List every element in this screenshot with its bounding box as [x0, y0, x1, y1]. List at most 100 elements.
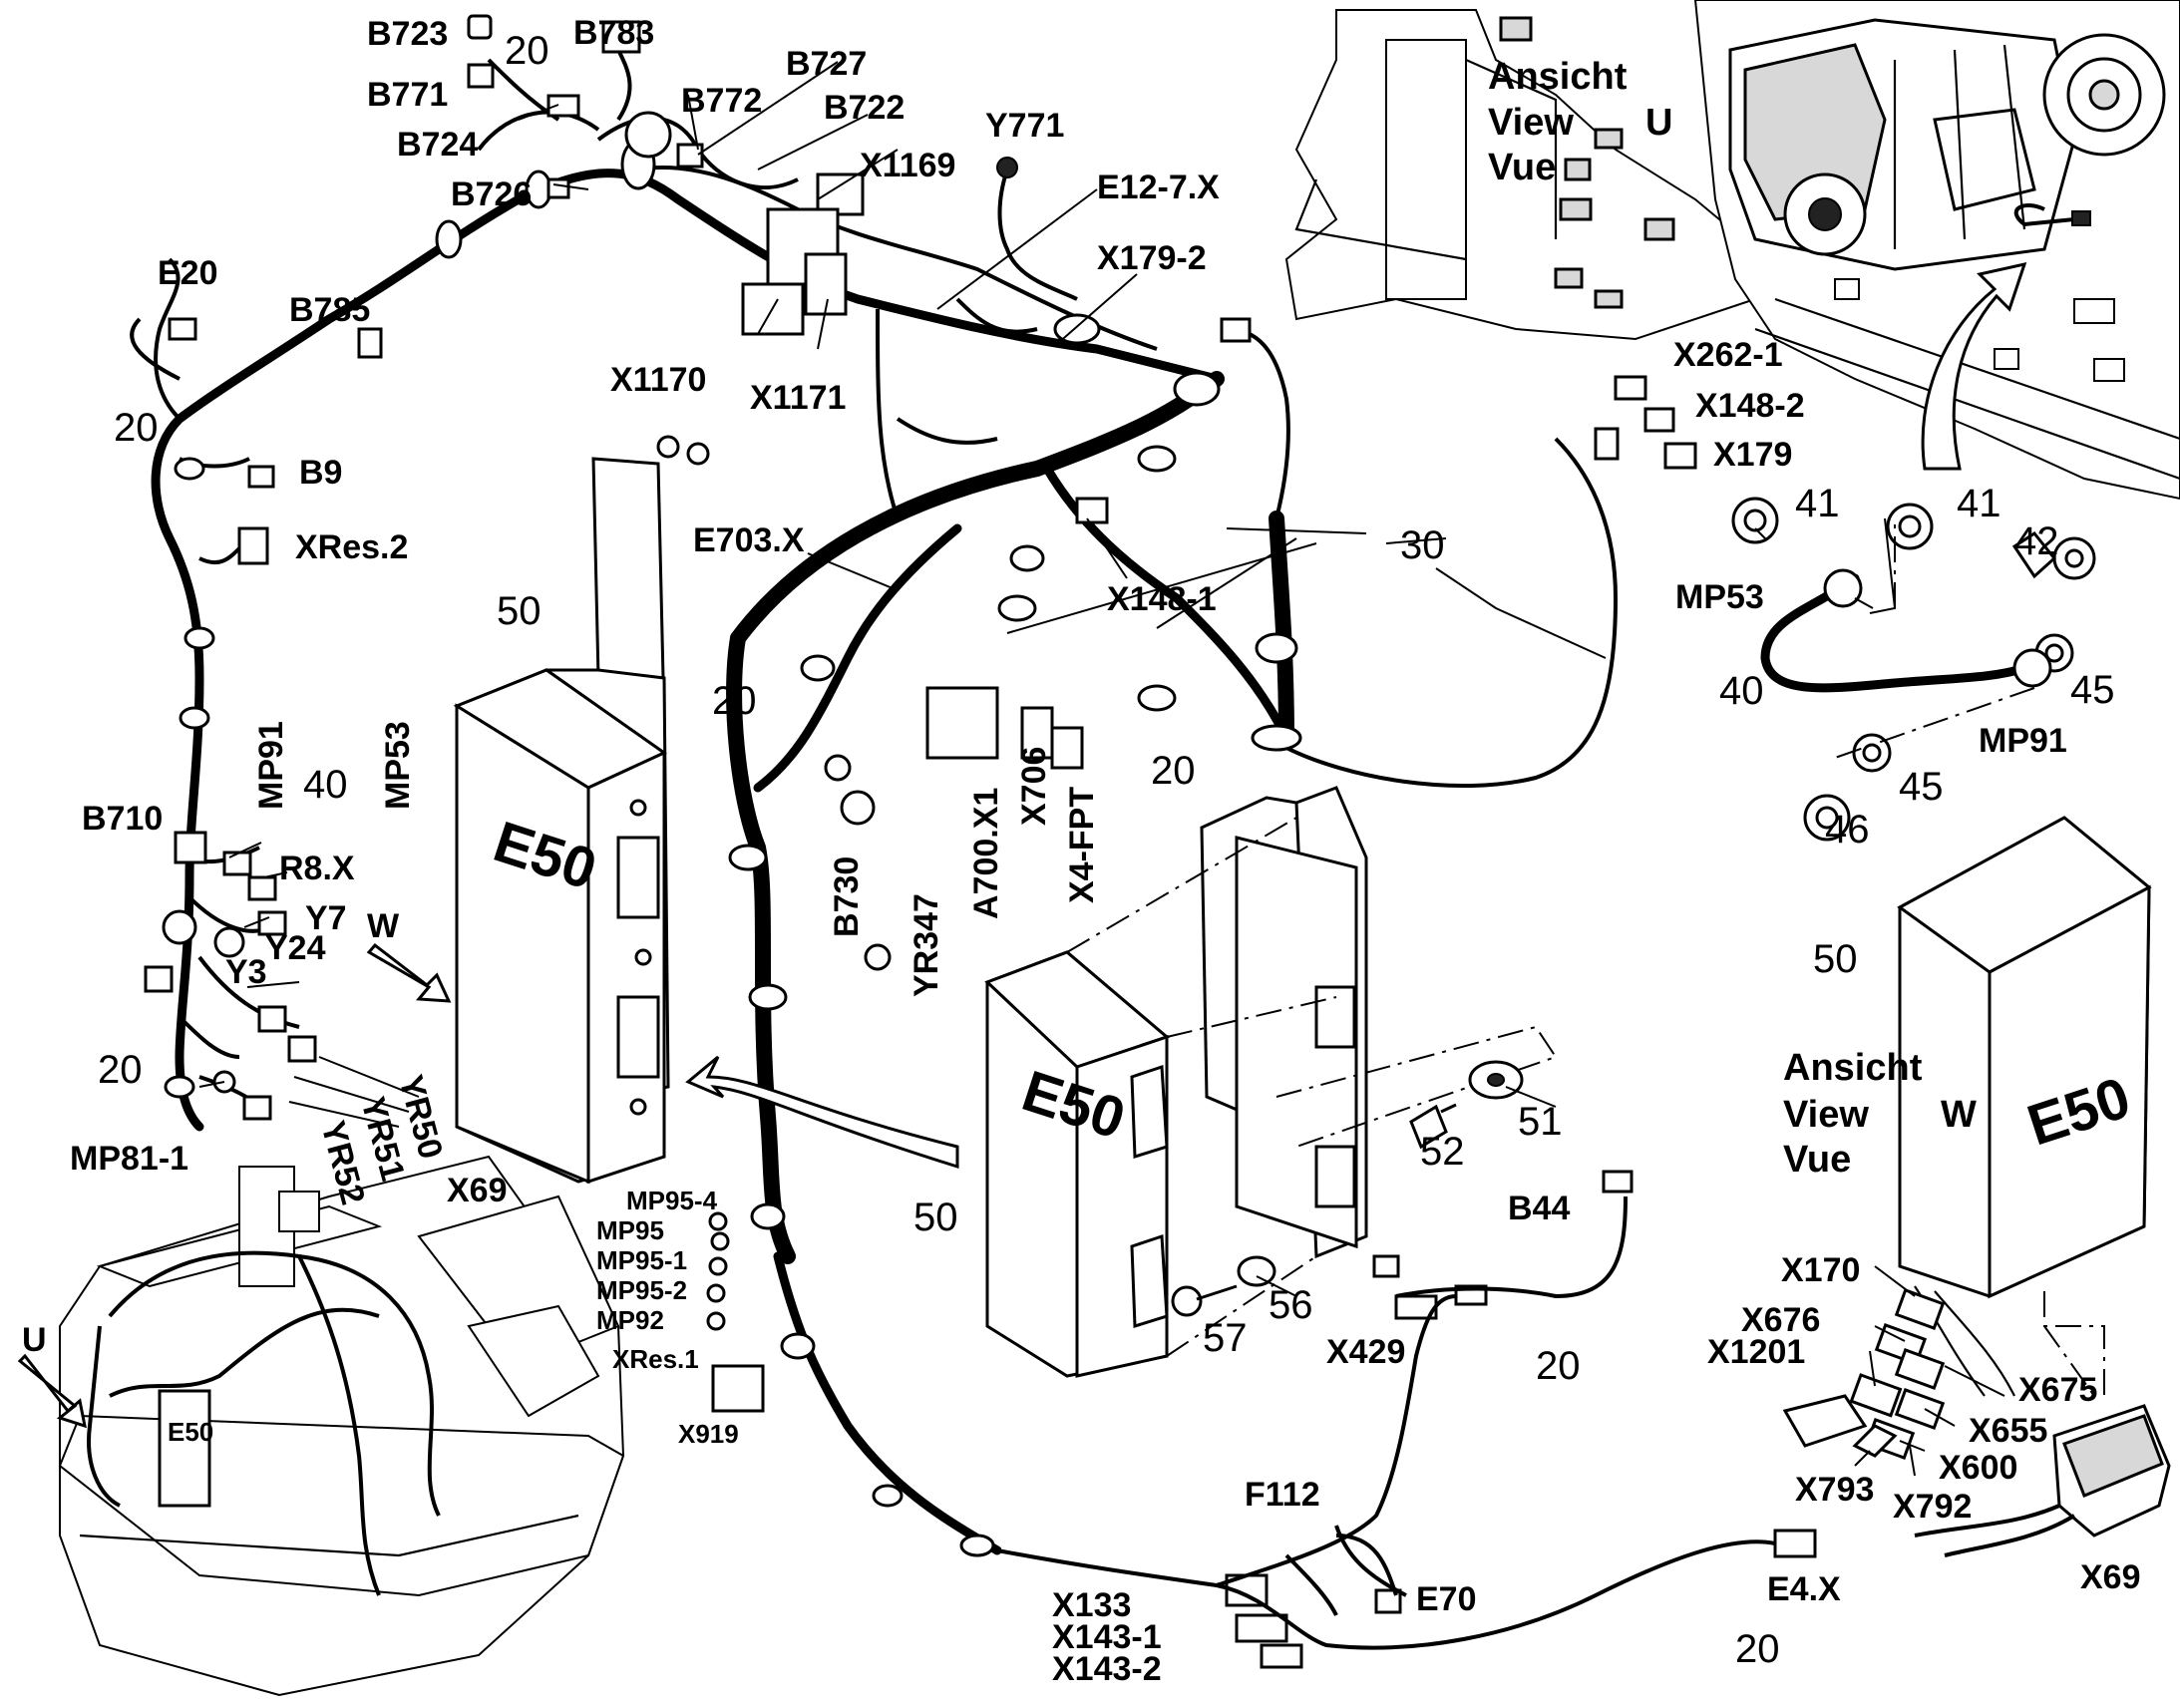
main-harness-trunk [726, 371, 1619, 1555]
label-x655: X655 [1969, 1412, 2047, 1450]
label-x262-1: X262-1 [1673, 336, 1783, 374]
label-x600: X600 [1939, 1449, 2017, 1487]
label-b724: B724 [397, 126, 478, 164]
label-x69: X69 [447, 1172, 508, 1209]
view-w-title: Ansicht View W Vue [1783, 1047, 1977, 1181]
ground-strap-detail [1760, 517, 2052, 759]
view-u-line1: Ansicht [1488, 56, 1628, 98]
view-w-letter: W [1941, 1094, 1977, 1136]
part-50-right: 50 [1813, 937, 1858, 981]
label-mp53-vertical: MP53 [379, 721, 417, 810]
view-u-chassis-ghost [1284, 9, 1756, 341]
part-20-mid: 20 [712, 679, 757, 723]
part-20-top: 20 [505, 29, 549, 73]
label-a700x1: A700.X1 [967, 788, 1005, 919]
label-e12-7x: E12-7.X [1097, 169, 1220, 206]
label-x69-detail: X69 [2080, 1558, 2141, 1596]
part-41-right: 41 [1957, 482, 2001, 525]
label-w: W [367, 907, 400, 945]
bolts-and-washers [1171, 497, 2096, 1317]
component-labels: B723 B783 B727 B771 B772 B722 B724 Y771 … [22, 14, 1841, 1688]
label-b771: B771 [367, 76, 448, 114]
machine-overview: E50 [58, 1155, 625, 1697]
direction-arrows [17, 942, 959, 1429]
label-y3: Y3 [225, 953, 267, 991]
part-50-center: 50 [913, 1196, 958, 1239]
part-40-left: 40 [303, 763, 348, 807]
label-x706: X706 [1015, 747, 1053, 826]
part-50-left: 50 [497, 589, 542, 633]
label-b730: B730 [828, 856, 866, 937]
harness-clips [164, 139, 1620, 1557]
part-20-bottom: 20 [1735, 1627, 1780, 1671]
view-u-letter: U [1645, 102, 1672, 144]
label-mp81-1: MP81-1 [70, 1140, 188, 1178]
label-b726: B726 [451, 175, 532, 213]
part-20-lower-left: 20 [98, 1048, 143, 1092]
label-mp95-4: MP95-4 [626, 1186, 718, 1215]
view-w-connector-labels: X170 X676 X1201 X675 X655 X600 X793 X792… [1707, 1251, 2141, 1596]
view-w-line2: View [1783, 1094, 1869, 1136]
part-40-right: 40 [1719, 669, 1764, 713]
label-f112: F112 [1245, 1476, 1320, 1514]
view-u-direction-arrow [1921, 261, 2027, 471]
part-57: 57 [1203, 1316, 1248, 1360]
label-x170: X170 [1781, 1251, 1860, 1289]
part-56: 56 [1269, 1283, 1313, 1327]
label-x1171: X1171 [750, 379, 846, 417]
label-x143-2: X143-2 [1052, 1650, 1162, 1688]
label-e20: E20 [158, 254, 218, 292]
part-20-left: 20 [114, 406, 159, 450]
label-x179-2: X179-2 [1097, 239, 1207, 277]
part-45-lower: 45 [1899, 765, 1944, 809]
view-w-connectors [1782, 1285, 2171, 1557]
label-mp92: MP92 [596, 1305, 664, 1335]
label-mp95: MP95 [596, 1215, 664, 1245]
label-x4-fpt: X4-FPT [1063, 787, 1101, 903]
view-u-title: Ansicht View U Vue [1488, 56, 1672, 188]
label-y7: Y7 [305, 899, 347, 937]
e50-label-overview: E50 [168, 1417, 213, 1447]
label-x793: X793 [1795, 1471, 1874, 1509]
label-xres2: XRes.2 [295, 528, 408, 566]
label-b9: B9 [299, 454, 342, 492]
label-x1201: X1201 [1707, 1333, 1805, 1371]
label-b710: B710 [82, 800, 163, 838]
label-x676: X676 [1741, 1301, 1820, 1339]
part-42: 42 [2014, 519, 2059, 563]
label-x133: X133 [1052, 1586, 1131, 1624]
part-52: 52 [1420, 1130, 1465, 1174]
engine-assembly [1693, 0, 2180, 501]
view-w-line1: Ansicht [1783, 1047, 1923, 1089]
label-xres1: XRes.1 [612, 1344, 699, 1374]
label-yr347: YR347 [908, 893, 945, 997]
part-20-lower: 20 [1536, 1344, 1581, 1388]
label-mp91-detail: MP91 [1979, 722, 2067, 760]
label-mp53-detail: MP53 [1675, 578, 1764, 616]
label-x792: X792 [1893, 1488, 1972, 1526]
label-b783: B783 [573, 14, 654, 52]
label-e70: E70 [1416, 1580, 1477, 1618]
part-30: 30 [1400, 523, 1445, 567]
label-x675: X675 [2018, 1371, 2097, 1409]
label-b785: B785 [289, 291, 370, 329]
label-x179: X179 [1713, 436, 1792, 474]
part-41-left: 41 [1795, 482, 1840, 525]
lower-right-branch [996, 1196, 1776, 1650]
label-mp95-2: MP95-2 [596, 1275, 687, 1305]
view-w-e50-module: E50 [1897, 816, 2152, 1396]
label-x1170: X1170 [610, 361, 706, 399]
label-r8x: R8.X [279, 850, 355, 887]
label-b723: B723 [367, 15, 448, 53]
label-y24: Y24 [265, 929, 326, 967]
view-u-line3: Vue [1488, 147, 1556, 188]
part-46: 46 [1825, 808, 1870, 852]
e50-module-left: E50 [453, 435, 710, 1185]
part-number-labels: 20 20 50 30 20 20 40 20 50 52 51 56 57 2… [98, 29, 2115, 1671]
label-e4x: E4.X [1767, 1570, 1841, 1608]
label-x148-2: X148-2 [1695, 387, 1805, 425]
connector-plugs [144, 14, 1817, 1669]
label-b772: B772 [681, 82, 762, 120]
label-x429: X429 [1326, 1333, 1405, 1371]
